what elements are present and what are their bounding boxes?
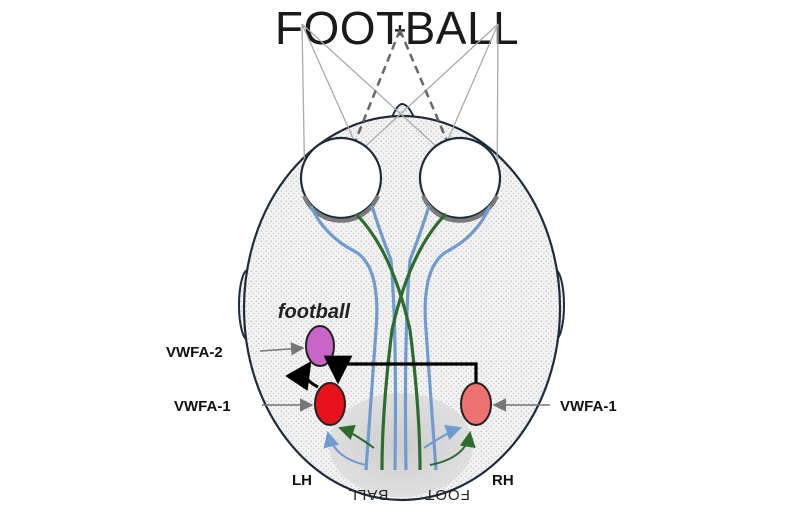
interhemispheric-connection — [323, 355, 478, 385]
vwfa-1-left-label: VWFA-1 — [174, 398, 231, 415]
vwfa-1-left-node — [314, 382, 346, 426]
right-hemisphere-label: RH — [492, 472, 514, 489]
retinal-text-ball: BALL — [348, 486, 389, 503]
stimulus-word: FOOTBALL — [275, 2, 519, 54]
fixation-lines — [324, 29, 480, 215]
visual-cortex-region — [329, 393, 473, 497]
vwfa-1-right-node — [460, 382, 492, 426]
left-input-blue — [323, 431, 367, 466]
vwfa1-to-vwfa2-arrow — [285, 361, 319, 391]
right-input-green — [429, 431, 476, 466]
vwfa-1-right-label: VWFA-1 — [560, 398, 617, 415]
optic-pathway-blue — [309, 205, 492, 471]
vwfa-2-pointer — [259, 342, 305, 356]
optic-pathway-green — [354, 212, 448, 471]
left-input-green — [338, 424, 375, 449]
right-input-blue — [423, 424, 462, 449]
vwfa-2-label: VWFA-2 — [166, 344, 223, 361]
inverted-retinal-text: FOOT BALL — [348, 486, 470, 503]
left-hemisphere-label: LH — [292, 472, 312, 489]
retinal-text-foot: FOOT — [424, 486, 470, 503]
word-label: football — [278, 301, 351, 323]
vwfa-2-left-node — [305, 325, 335, 367]
